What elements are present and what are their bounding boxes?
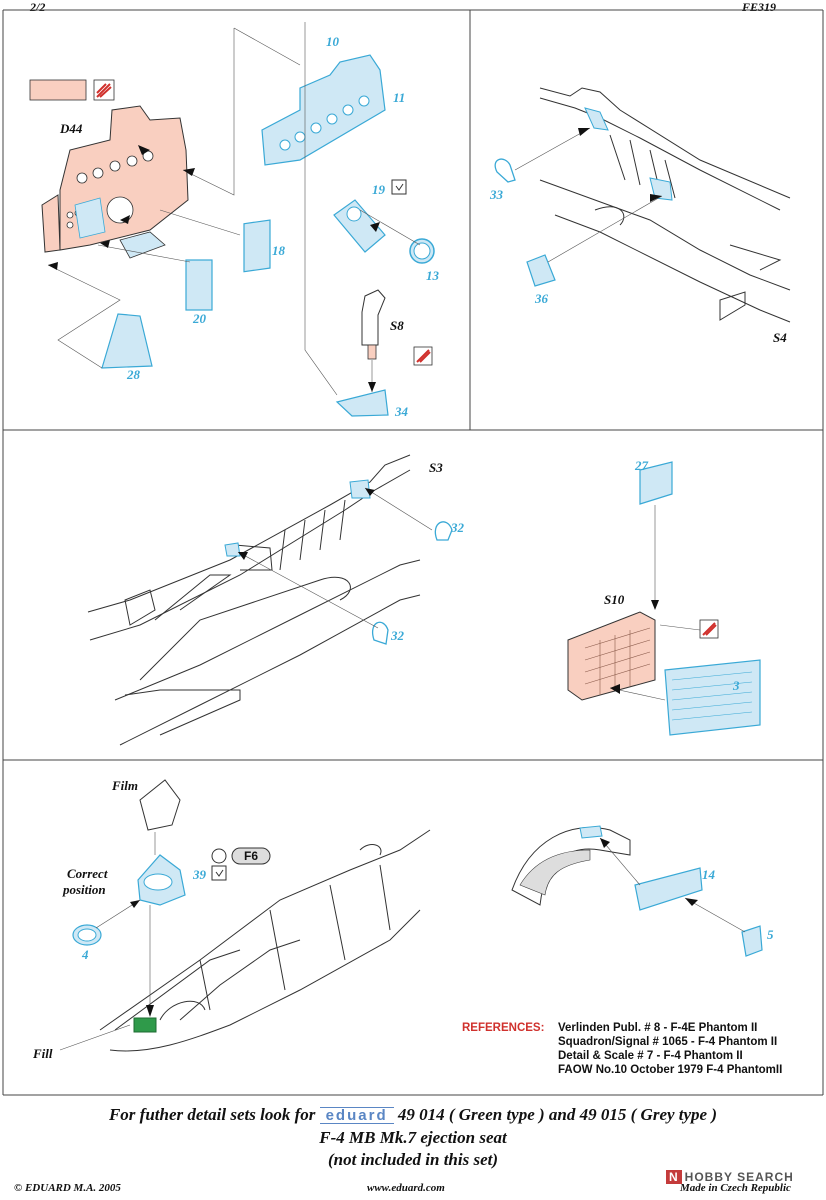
label-part-32-lower: 32 bbox=[391, 628, 404, 643]
part-32-lower bbox=[372, 621, 389, 645]
s4-highlight-36 bbox=[649, 177, 673, 201]
not-included-line: (not included in this set) bbox=[327, 1150, 499, 1169]
copyright: © EDUARD M.A. 2005 bbox=[14, 1182, 121, 1194]
s10-box-assembly bbox=[567, 461, 761, 736]
label-part-36: 36 bbox=[535, 291, 548, 306]
part-18 bbox=[243, 219, 271, 273]
label-part-4: 4 bbox=[82, 947, 89, 962]
s4-parts bbox=[494, 107, 673, 287]
fill-area-green bbox=[133, 1017, 157, 1033]
further-sets-tail: 49 014 ( Green type ) and 49 015 ( Grey … bbox=[397, 1105, 718, 1124]
part-s8-stem bbox=[367, 344, 377, 360]
label-s8: S8 bbox=[390, 318, 404, 333]
s4-highlight-33 bbox=[584, 107, 609, 131]
label-part-11: 11 bbox=[393, 90, 406, 105]
label-part-14: 14 bbox=[702, 867, 715, 882]
references-heading: REFERENCES: bbox=[462, 1022, 545, 1034]
fold-icon-39 bbox=[211, 865, 227, 881]
label-part-39: 39 bbox=[193, 867, 206, 882]
canopy-parts bbox=[59, 779, 763, 1051]
part-36 bbox=[526, 254, 556, 287]
label-part-18: 18 bbox=[272, 243, 285, 258]
part-27 bbox=[639, 461, 673, 505]
part-5 bbox=[741, 925, 763, 957]
label-correct: Correct bbox=[67, 866, 108, 881]
reference-item: Squadron/Signal # 1065 - F-4 Phantom II bbox=[558, 1036, 778, 1048]
paint-icon-s8 bbox=[413, 346, 433, 366]
part-14 bbox=[634, 867, 703, 911]
reference-item: FAOW No.10 October 1979 F-4 PhantomII bbox=[558, 1064, 783, 1076]
s10-box-lines bbox=[584, 627, 651, 695]
label-f6: F6 bbox=[244, 849, 259, 863]
part-10-11-panel bbox=[261, 54, 386, 166]
color-swatch-pink bbox=[29, 79, 87, 101]
part-3 bbox=[664, 659, 761, 736]
label-part-19: 19 bbox=[372, 182, 385, 197]
panel-lower-part bbox=[119, 231, 166, 259]
part-10-gauges bbox=[279, 95, 370, 151]
eduard-logo: eduard bbox=[319, 1107, 394, 1124]
label-part-33: 33 bbox=[490, 187, 503, 202]
reference-item: Detail & Scale # 7 - F-4 Phantom II bbox=[558, 1050, 743, 1062]
part-34 bbox=[335, 389, 389, 417]
website: www.eduard.com bbox=[367, 1182, 445, 1194]
part-s8 bbox=[361, 289, 386, 346]
part-28 bbox=[101, 313, 153, 369]
panel-blue-part bbox=[74, 197, 106, 239]
s3-highlight-lower bbox=[224, 542, 241, 557]
label-s3: S3 bbox=[429, 460, 443, 475]
paint-icon bbox=[93, 79, 115, 101]
label-part-13: 13 bbox=[426, 268, 439, 283]
film-part bbox=[139, 779, 181, 831]
label-fill: Fill bbox=[33, 1046, 53, 1061]
label-part-3: 3 bbox=[733, 678, 740, 693]
arch-highlight bbox=[579, 825, 603, 839]
watermark-logo: N bbox=[666, 1170, 682, 1184]
label-s10: S10 bbox=[604, 592, 625, 607]
part-13-inner bbox=[413, 242, 431, 260]
part-4-inner bbox=[77, 928, 97, 942]
label-part-28: 28 bbox=[127, 367, 140, 382]
s10-box bbox=[567, 611, 656, 701]
paint-icon-s10 bbox=[699, 619, 719, 639]
label-part-10: 10 bbox=[326, 34, 339, 49]
f6-badge bbox=[211, 847, 271, 865]
fold-icon-19 bbox=[391, 179, 407, 195]
label-part-34: 34 bbox=[395, 404, 408, 419]
arrowheads-panel1 bbox=[48, 145, 380, 392]
further-sets-note: For futher detail sets look for eduard 4… bbox=[0, 1105, 826, 1125]
ejection-seat-line: F-4 MB Mk.7 ejection seat bbox=[319, 1128, 507, 1147]
arch-frame bbox=[511, 827, 631, 906]
part-20 bbox=[185, 259, 213, 311]
part-32-upper bbox=[434, 521, 453, 541]
label-part-32-upper: 32 bbox=[451, 520, 464, 535]
panel-side bbox=[41, 194, 61, 253]
label-d44: D44 bbox=[60, 121, 83, 136]
reference-item: Verlinden Publ. # 8 - F-4E Phantom II bbox=[558, 1022, 758, 1034]
further-sets-lead: For futher detail sets look for bbox=[108, 1105, 316, 1124]
guide-lines-panel1 bbox=[47, 22, 421, 396]
label-position: position bbox=[63, 882, 106, 897]
label-film: Film bbox=[112, 778, 139, 793]
s4-fuselage-assembly bbox=[539, 87, 791, 323]
made-in: Made in Czech Republic bbox=[680, 1182, 791, 1194]
label-s4: S4 bbox=[773, 330, 787, 345]
instrument-panel-assembly bbox=[29, 22, 435, 417]
arch-inner bbox=[519, 849, 591, 896]
label-part-27: 27 bbox=[635, 458, 648, 473]
part-33 bbox=[494, 158, 516, 183]
watermark-text: HOBBY SEARCH bbox=[684, 1170, 794, 1184]
part-39-lens bbox=[143, 873, 173, 891]
s3-parts bbox=[224, 479, 453, 645]
part-3-grid bbox=[671, 671, 753, 721]
label-part-5: 5 bbox=[767, 927, 774, 942]
s3-fuselage-assembly bbox=[87, 454, 421, 746]
part-19-hole bbox=[346, 206, 362, 222]
s3-highlight-upper bbox=[349, 479, 371, 499]
label-part-20: 20 bbox=[193, 311, 206, 326]
